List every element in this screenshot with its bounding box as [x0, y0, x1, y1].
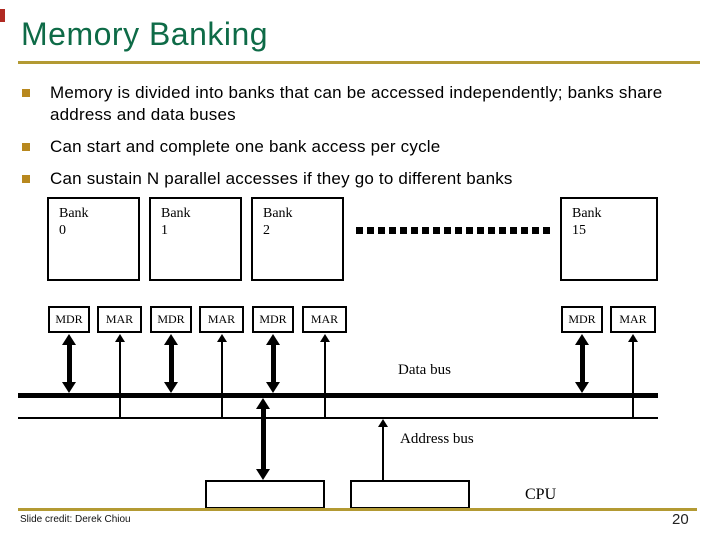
arrowhead-down	[266, 382, 280, 393]
arrowhead-up	[114, 334, 125, 342]
bank-label: Bank	[263, 206, 293, 221]
bank-number: 1	[161, 223, 168, 238]
bullet-item: Can sustain N parallel accesses if they …	[22, 168, 702, 190]
bullet-text: Can start and complete one bank access p…	[50, 137, 441, 156]
arrowhead-up	[164, 334, 178, 345]
arrowhead-down	[62, 382, 76, 393]
arrow-shaft	[270, 343, 276, 384]
arrowhead-up	[319, 334, 330, 342]
mdr-data-bus-arrow	[62, 334, 76, 393]
page-title: Memory Banking	[21, 16, 269, 52]
arrow-shaft	[579, 343, 585, 384]
mar-box-bank-0: MAR	[97, 306, 142, 333]
mar-address-bus-line	[216, 334, 227, 419]
cpu-label: CPU	[525, 486, 557, 503]
arrow-shaft	[632, 340, 634, 419]
data-bus-label: Data bus	[398, 362, 451, 378]
arrowhead-up	[575, 334, 589, 345]
bank-box-1: Bank 1	[149, 197, 242, 281]
cpu-mdr-box	[205, 480, 325, 509]
arrow-shaft	[260, 407, 266, 471]
bank-label: Bank	[59, 206, 89, 221]
bullet-item: Can start and complete one bank access p…	[22, 136, 702, 158]
mdr-box-bank-1: MDR	[150, 306, 192, 333]
mdr-box-bank-15: MDR	[561, 306, 603, 333]
arrow-shaft	[168, 343, 174, 384]
bank-box-15: Bank 15	[560, 197, 658, 281]
bank-number: 0	[59, 223, 66, 238]
arrowhead-up	[378, 419, 388, 427]
mdr-box-bank-0: MDR	[48, 306, 90, 333]
arrowhead-down	[256, 469, 270, 480]
cpu-address-bus-line	[378, 419, 388, 480]
mar-address-bus-line	[114, 334, 125, 419]
mar-address-bus-line	[319, 334, 330, 419]
cpu-data-bus-arrow	[256, 398, 270, 480]
red-border-fragment	[0, 9, 5, 22]
bullet-square-icon	[22, 175, 30, 183]
bullet-square-icon	[22, 89, 30, 97]
arrowhead-up	[216, 334, 227, 342]
address-bus-label: Address bus	[400, 431, 474, 447]
arrow-shaft	[382, 425, 384, 480]
mdr-data-bus-arrow	[266, 334, 280, 393]
arrow-shaft	[220, 340, 223, 419]
address-bus-line	[18, 417, 658, 419]
bank-box-0: Bank 0	[47, 197, 140, 281]
bank-label: Bank	[161, 206, 191, 221]
bullet-item: Memory is divided into banks that can be…	[22, 82, 702, 126]
arrowhead-down	[164, 382, 178, 393]
mdr-data-bus-arrow	[575, 334, 589, 393]
arrow-shaft	[323, 340, 326, 419]
data-bus-line	[18, 393, 658, 398]
bullet-list: Memory is divided into banks that can be…	[22, 82, 702, 200]
bullet-square-icon	[22, 143, 30, 151]
arrowhead-up	[62, 334, 76, 345]
page-number: 20	[672, 511, 689, 528]
mdr-box-bank-2: MDR	[252, 306, 294, 333]
bank-number: 2	[263, 223, 270, 238]
arrowhead-up	[628, 334, 638, 342]
footer-rule	[18, 508, 697, 511]
slide-credit: Slide credit: Derek Chiou	[20, 514, 131, 525]
arrowhead-up	[256, 398, 270, 409]
mdr-data-bus-arrow	[164, 334, 178, 393]
title-underline	[18, 61, 700, 64]
arrow-shaft	[66, 343, 72, 384]
mar-box-bank-15: MAR	[610, 306, 656, 333]
arrowhead-down	[575, 382, 589, 393]
arrowhead-up	[266, 334, 280, 345]
bank-box-2: Bank 2	[251, 197, 344, 281]
bullet-text: Memory is divided into banks that can be…	[50, 83, 663, 124]
bullet-text: Can sustain N parallel accesses if they …	[50, 169, 513, 188]
bank-number: 15	[572, 223, 586, 238]
mar-box-bank-2: MAR	[302, 306, 347, 333]
bank-ellipsis-dotted-line	[356, 227, 553, 234]
arrow-shaft	[118, 340, 121, 419]
mar-address-bus-line	[628, 334, 638, 419]
mar-box-bank-1: MAR	[199, 306, 244, 333]
cpu-mar-box	[350, 480, 470, 509]
bank-label: Bank	[572, 206, 602, 221]
